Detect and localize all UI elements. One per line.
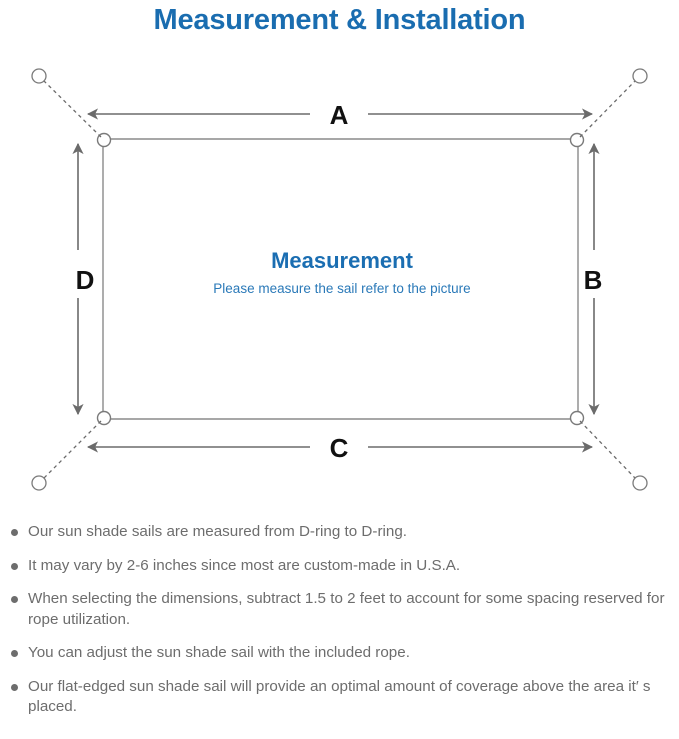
rope-line-top-right — [579, 80, 636, 138]
sail-diagram-svg: A C D B Measurement Please measure the s… — [31, 68, 648, 491]
bullet-icon — [11, 596, 18, 603]
note-item: When selecting the dimensions, subtract … — [0, 589, 665, 630]
notes-list: Our sun shade sails are measured from D-… — [0, 522, 679, 731]
rope-line-top-left — [43, 80, 102, 138]
bullet-icon — [11, 562, 18, 570]
note-item: Our flat-edged sun shade sail will provi… — [0, 677, 665, 718]
note-text: Our flat-edged sun shade sail will provi… — [28, 677, 651, 716]
anchor-ring-top-left — [31, 68, 47, 84]
measurement-diagram: A C D B Measurement Please measure the s… — [0, 50, 679, 520]
rope-line-bottom-left — [43, 420, 102, 479]
sail-center-title: Measurement — [271, 248, 414, 273]
dimension-label-a: A — [330, 100, 349, 130]
note-item: It may vary by 2-6 inches since most are… — [0, 556, 665, 577]
anchor-ring-bottom-left — [31, 475, 47, 491]
note-text: You can adjust the sun shade sail with t… — [28, 644, 410, 661]
bullet-icon — [11, 683, 18, 691]
rope-line-bottom-right — [579, 420, 636, 479]
sail-center-subtitle: Please measure the sail refer to the pic… — [213, 281, 470, 296]
dimension-label-c: C — [330, 433, 349, 463]
anchor-ring-bottom-right — [632, 475, 648, 491]
anchor-ring-top-right — [632, 68, 648, 84]
note-item: Our sun shade sails are measured from D-… — [0, 522, 665, 543]
note-text: Our sun shade sails are measured from D-… — [28, 523, 407, 540]
page-title: Measurement & Installation — [153, 4, 526, 36]
bullet-icon — [11, 529, 18, 536]
sail-rectangle — [102, 138, 579, 420]
dimension-label-d: D — [76, 265, 95, 295]
bullet-icon — [11, 650, 18, 657]
note-text: When selecting the dimensions, subtract … — [28, 590, 665, 628]
note-text: It may vary by 2-6 inches since most are… — [28, 556, 461, 574]
note-item: You can adjust the sun shade sail with t… — [0, 643, 665, 664]
dimension-label-b: B — [584, 265, 603, 295]
